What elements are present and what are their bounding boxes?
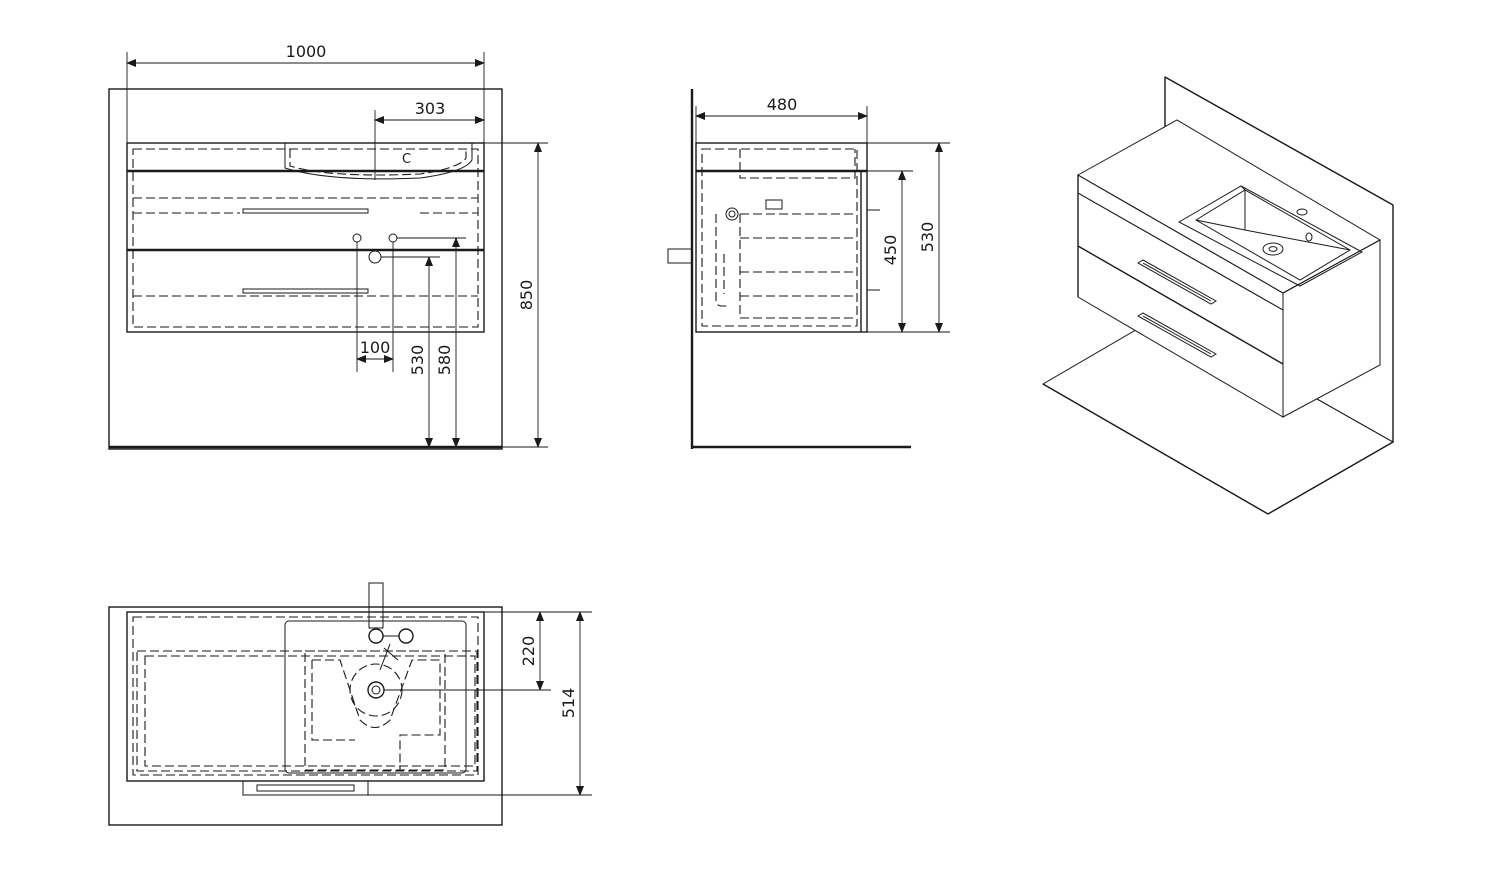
svg-text:C: C [402, 152, 411, 167]
dim-depth: 480 [767, 95, 798, 114]
dim-width: 1000 [286, 42, 327, 61]
dim-tap-depth: 220 [519, 636, 538, 667]
side-view: 480 530 450 [667, 89, 950, 449]
dim-tap-height: 580 [435, 345, 454, 376]
dim-cabinet-height: 530 [918, 222, 937, 253]
dim-total-depth: 514 [559, 688, 578, 719]
dim-drawer-height: 450 [881, 235, 900, 266]
dim-valve-spacing: 100 [360, 338, 391, 357]
isometric-view [1042, 76, 1395, 515]
dim-tap-offset: 303 [415, 99, 446, 118]
dim-height: 850 [517, 280, 536, 311]
dim-drain-height: 530 [408, 345, 427, 376]
front-view: C 1000 303 850 530 580 100 [108, 42, 548, 450]
top-view: 220 514 [108, 582, 592, 826]
